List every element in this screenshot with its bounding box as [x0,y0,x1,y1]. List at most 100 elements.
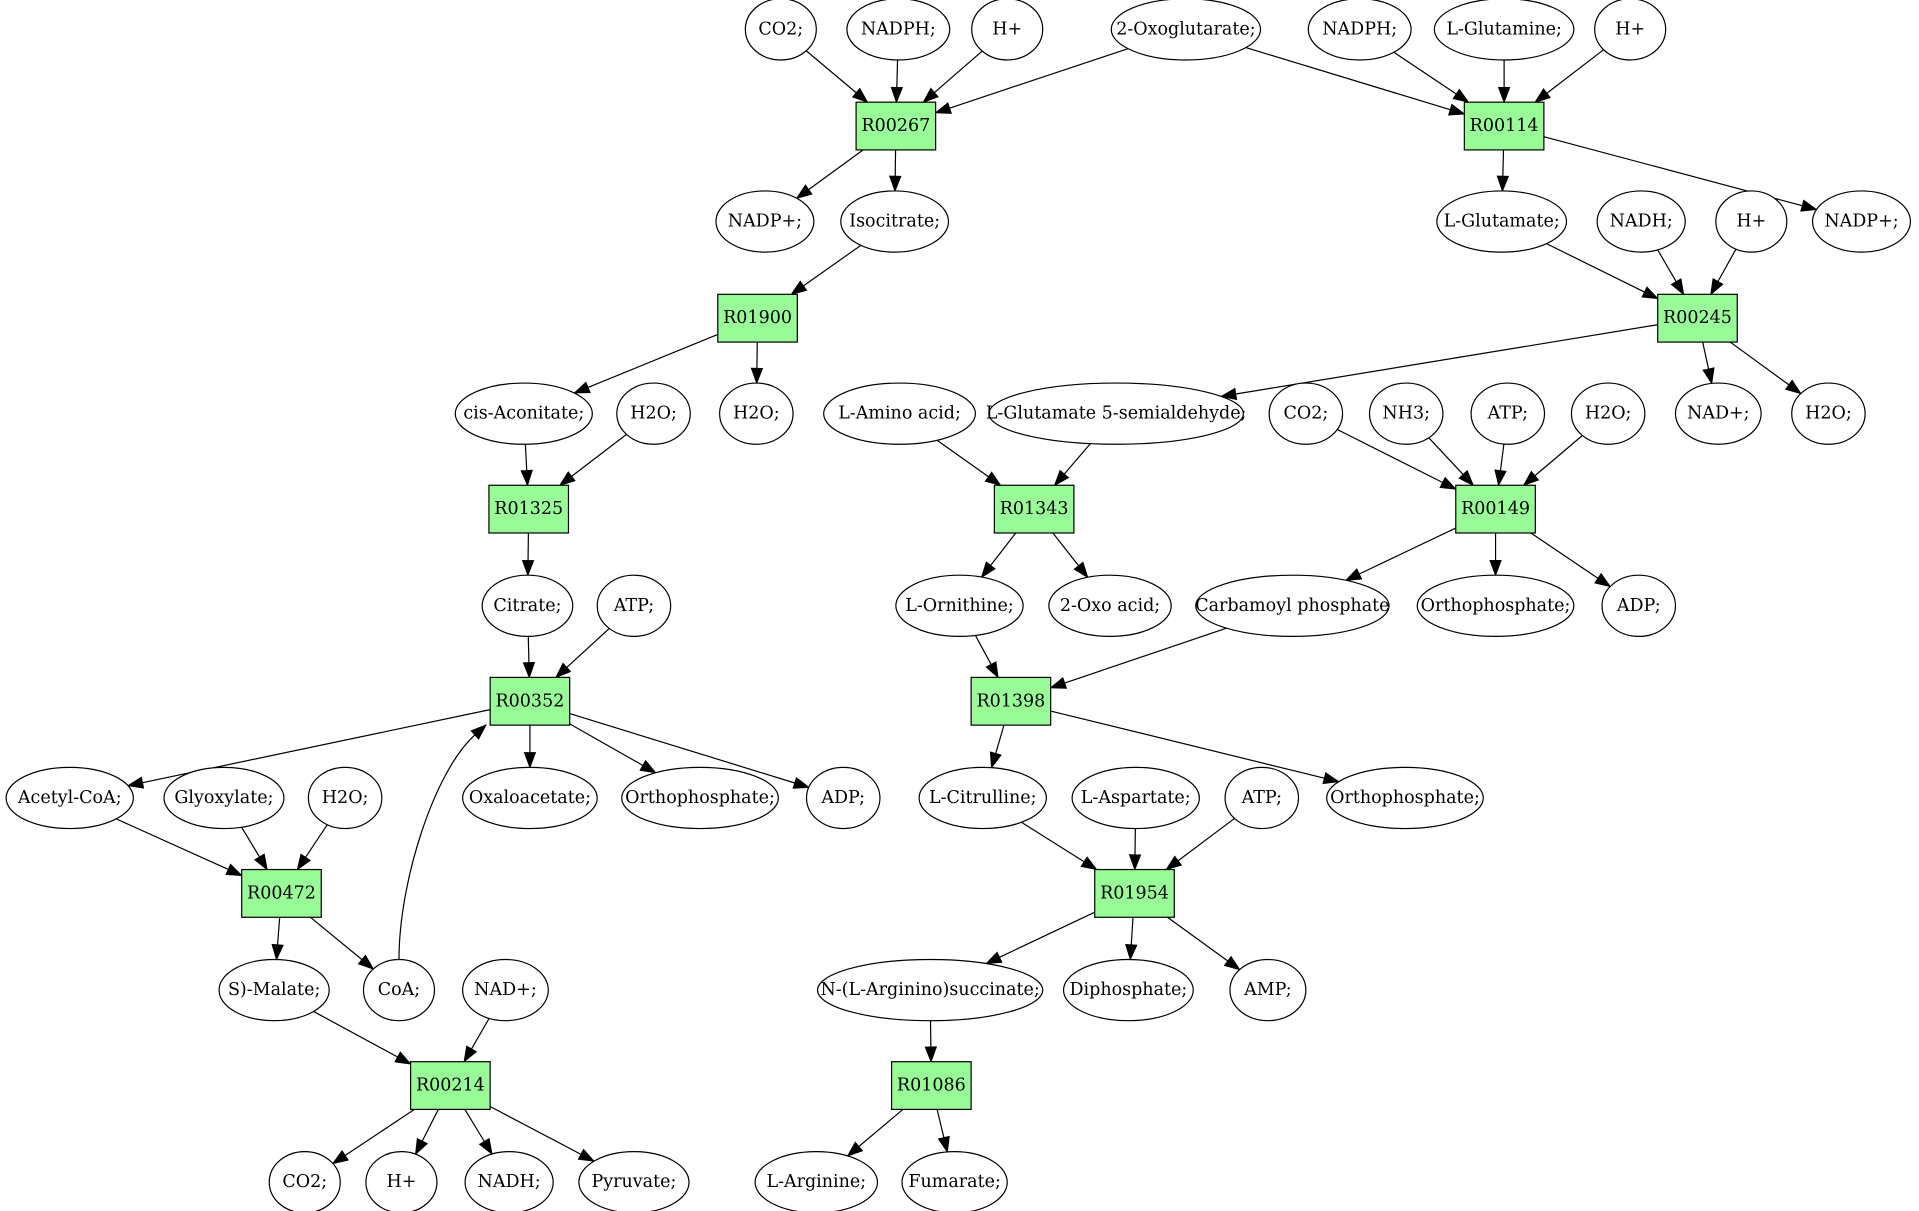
metabolite-node-carbamoyl[interactable]: Carbamoyl phosphate [1195,574,1390,638]
edge-nadph_a-to-R00267 [896,59,899,88]
metabolite-node-cisaconitate[interactable]: cis-Aconitate; [454,382,593,445]
edge-ornithine-to-R01398 [974,635,992,665]
metabolite-label: CoA; [378,980,420,1000]
metabolite-node-aminoacid[interactable]: L-Amino acid; [823,382,977,445]
metabolite-node-ppi[interactable]: Diphosphate; [1062,958,1194,1022]
metabolite-node-coa[interactable]: CoA; [362,958,436,1022]
metabolite-node-h2o-e[interactable]: H2O; [307,766,383,830]
metabolite-node-citrulline[interactable]: L-Citrulline; [918,766,1047,830]
metabolite-node-nadp-b[interactable]: NADP+; [1811,190,1912,253]
metabolite-node-pi-a[interactable]: Orthophosphate; [1416,574,1575,638]
metabolite-ellipse [1071,766,1200,830]
metabolite-node-glu5sa[interactable]: L-Glutamate 5-semialdehyde; [986,382,1247,445]
edge-nadph_b-to-R00114-arrowhead [1452,88,1470,103]
reaction-label: R00472 [247,883,316,903]
metabolite-label: ATP; [1241,788,1282,808]
edge-R00245-to-nad_a-arrowhead [1702,367,1715,385]
metabolite-node-nad-a[interactable]: NAD+; [1674,382,1762,445]
reaction-node-r01954[interactable]: R01954 [1094,868,1175,918]
metabolite-node-adp-b[interactable]: ADP; [805,766,881,830]
edge-carbamoyl-to-R01398-arrowhead [1049,677,1068,689]
reaction-node-r00472[interactable]: R00472 [241,868,322,918]
metabolite-node-h-b[interactable]: H+ [1594,0,1667,61]
edge-cisaconitate-to-R01325 [524,444,528,471]
metabolite-node-arginine[interactable]: L-Arginine; [754,1151,879,1211]
metabolite-node-glutamine[interactable]: L-Glutamine; [1433,0,1575,61]
edge-aminoacid-to-R01343-arrowhead [984,471,1002,487]
metabolite-node-malate[interactable]: S)-Malate; [218,958,330,1022]
metabolite-node-glutamate[interactable]: L-Glutamate; [1436,190,1568,253]
edge-R00214-to-co2_c [344,1108,415,1156]
metabolite-node-nadph-b[interactable]: NADPH; [1307,0,1412,61]
metabolite-node-fumarate[interactable]: Fumarate; [901,1151,1008,1211]
reaction-node-r00214[interactable]: R00214 [410,1061,491,1111]
edge-R01398-to-citrulline [995,724,1005,754]
metabolite-ellipse [744,0,817,61]
metabolite-node-nadh-a[interactable]: NADH; [1596,190,1686,253]
metabolite-node-pi-c[interactable]: Orthophosphate; [1326,766,1484,830]
metabolite-node-atp-c[interactable]: ATP; [1224,766,1300,830]
metabolite-ellipse [462,958,549,1022]
metabolite-node-citrate[interactable]: Citrate; [481,574,574,638]
metabolite-node-pyruvate[interactable]: Pyruvate; [578,1151,690,1211]
edge-R00245-to-glu5sa-arrowhead [1219,387,1238,401]
metabolite-node-nadp-a[interactable]: NADP+; [715,190,815,253]
metabolite-node-aspartate[interactable]: L-Aspartate; [1071,766,1200,830]
metabolite-ellipse [1416,574,1575,638]
metabolite-node-co2-c[interactable]: CO2; [268,1151,341,1211]
metabolite-node-h2o-d[interactable]: H2O; [1791,382,1866,445]
reaction-node-r01086[interactable]: R01086 [890,1061,972,1111]
metabolite-node-h-d[interactable]: H+ [365,1151,438,1211]
metabolite-node-glyoxylate[interactable]: Glyoxylate; [163,766,285,830]
edge-cisaconitate-to-R01325-arrowhead [520,469,533,487]
reaction-box [717,293,798,343]
metabolite-node-h2o-b[interactable]: H2O; [719,382,794,445]
metabolite-node-oxaloacetate[interactable]: Oxaloacetate; [462,766,598,830]
metabolite-ellipse [1436,190,1568,253]
reaction-node-r01900[interactable]: R01900 [717,293,798,343]
metabolite-node-atp-a[interactable]: ATP; [1470,382,1546,445]
metabolite-node-atp-b[interactable]: ATP; [596,574,672,638]
metabolite-node-h-c[interactable]: H+ [1715,190,1788,253]
metabolite-label: NADP+; [728,212,802,232]
metabolite-node-nh3[interactable]: NH3; [1368,382,1444,445]
reaction-label: R01343 [1000,499,1069,519]
metabolite-ellipse [616,382,691,445]
reaction-node-r00114[interactable]: R00114 [1463,101,1545,151]
metabolite-label: Pyruvate; [592,1172,677,1192]
metabolite-node-h-a[interactable]: H+ [971,0,1044,61]
edge-R00267-to-isocitrate-arrowhead [888,175,902,193]
metabolite-node-pi-b[interactable]: Orthophosphate; [621,766,779,830]
metabolite-ellipse [481,574,574,638]
metabolite-label: cis-Aconitate; [463,404,584,424]
metabolite-label: H2O; [322,788,369,808]
reaction-node-r00149[interactable]: R00149 [1455,484,1536,534]
metabolite-node-nadph-a[interactable]: NADPH; [846,0,951,61]
metabolite-node-ornithine[interactable]: L-Ornithine; [895,574,1024,638]
metabolite-node-h2o-a[interactable]: H2O; [616,382,691,445]
reaction-node-r00267[interactable]: R00267 [855,101,937,151]
metabolite-node-oxoacid[interactable]: 2-Oxo acid; [1048,574,1172,638]
metabolite-node-h2o-c[interactable]: H2O; [1570,382,1646,445]
metabolite-ellipse [988,382,1245,445]
metabolite-node-amp[interactable]: AMP; [1229,958,1307,1022]
metabolite-node-oxoglutarate[interactable]: 2-Oxoglutarate; [1110,0,1262,61]
edge-oxoglutarate-to-R00114 [1245,47,1451,111]
reaction-node-r00352[interactable]: R00352 [489,676,571,726]
reaction-node-r01343[interactable]: R01343 [993,484,1075,534]
metabolite-node-adp-a[interactable]: ADP; [1601,574,1677,638]
reaction-node-r01325[interactable]: R01325 [488,484,570,534]
metabolite-node-nadh-b[interactable]: NADH; [464,1151,554,1211]
reaction-label: R00245 [1663,308,1732,328]
reaction-node-r01398[interactable]: R01398 [970,676,1052,726]
edge-R00267-to-nadp_a-arrowhead [795,184,813,200]
metabolite-node-isocitrate[interactable]: Isocitrate; [840,190,950,253]
metabolite-node-argsucc[interactable]: N-(L-Arginino)succinate; [816,958,1044,1022]
metabolite-node-co2-b[interactable]: CO2; [1268,382,1344,445]
metabolite-node-acetylcoa[interactable]: Acetyl-CoA; [5,766,134,830]
metabolite-node-co2-a[interactable]: CO2; [744,0,817,61]
metabolite-node-nad-b[interactable]: NAD+; [462,958,549,1022]
edge-glyoxylate-to-R00472-arrowhead [253,853,268,871]
metabolite-label: Citrate; [493,596,561,616]
reaction-node-r00245[interactable]: R00245 [1657,293,1738,343]
